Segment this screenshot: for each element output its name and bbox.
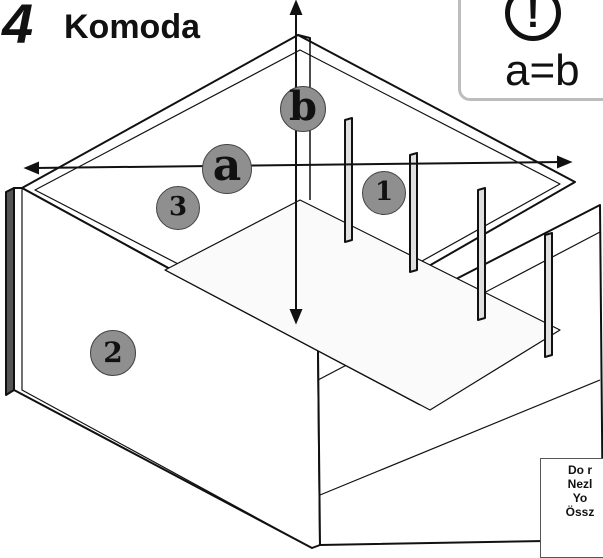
equality-text: a=b bbox=[505, 46, 580, 95]
note-line: Össz bbox=[565, 505, 595, 519]
equality-callout: ! a=b bbox=[458, 0, 603, 101]
multilingual-note: Do r Nezl Yo Össz bbox=[540, 458, 603, 558]
note-line: Nezl bbox=[567, 477, 593, 491]
exclamation-icon: ! bbox=[505, 0, 561, 41]
dimension-label-a: a bbox=[202, 144, 252, 194]
dimension-label-b: b bbox=[280, 86, 326, 132]
note-line: Yo bbox=[572, 491, 588, 505]
part-label-2: 2 bbox=[90, 330, 136, 376]
part-label-1: 1 bbox=[362, 171, 406, 215]
step-number: 4 bbox=[2, 0, 33, 55]
note-line: Do r bbox=[568, 463, 592, 477]
part-label-3: 3 bbox=[156, 186, 200, 230]
page-title: Komoda bbox=[64, 8, 200, 46]
